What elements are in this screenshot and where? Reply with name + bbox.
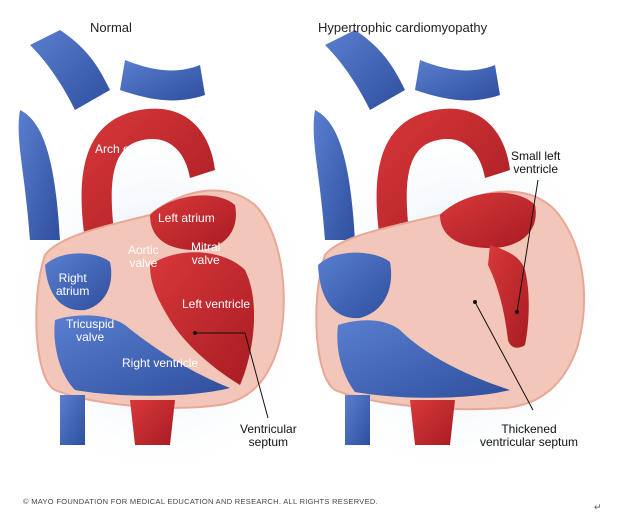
normal-descending-aorta	[130, 400, 175, 445]
hcm-small-left-ventricle	[488, 245, 529, 348]
normal-upper-vein	[30, 30, 110, 110]
label-thickened-septum: Thickened ventricular septum	[480, 423, 578, 449]
hcm-septum-leader	[474, 301, 534, 411]
hcm-inferior-vena-cava	[345, 395, 370, 445]
label-ventricular-septum-line2: septum	[248, 435, 289, 449]
hcm-small-lv-dot	[515, 310, 519, 314]
label-right-atrium: Right atrium	[56, 272, 89, 298]
label-right-atrium-line1: Right	[58, 271, 87, 285]
hcm-pulmonary-vein-top	[415, 60, 500, 101]
normal-heart	[0, 30, 320, 490]
hcm-title: Hypertrophic cardiomyopathy	[318, 20, 488, 35]
label-aortic-valve-line2: valve	[129, 256, 158, 270]
hcm-upper-vein	[325, 30, 405, 110]
hcm-small-lv-leader	[516, 179, 539, 313]
copyright-notice: © MAYO FOUNDATION FOR MEDICAL EDUCATION …	[23, 497, 378, 506]
hcm-septum-dot	[473, 300, 477, 304]
normal-title: Normal	[90, 20, 132, 35]
hcm-descending-aorta	[410, 400, 455, 445]
label-tricuspid-valve: Tricuspid valve	[66, 318, 114, 344]
normal-right-atrium	[45, 253, 112, 311]
label-mitral-valve-line1: Mitral	[191, 240, 221, 254]
label-tricuspid-valve-line1: Tricuspid	[66, 317, 115, 331]
hcm-right-atrium	[318, 252, 392, 319]
label-left-ventricle: Left ventricle	[182, 297, 251, 311]
label-small-left-ventricle-line1: Small left	[511, 149, 561, 163]
hcm-right-ventricle	[337, 320, 510, 398]
label-tricuspid-valve-line2: valve	[76, 330, 105, 344]
normal-pulmonary-vein-top	[120, 60, 205, 101]
label-right-atrium-line2: atrium	[56, 284, 90, 298]
label-ventricular-septum: Ventricular septum	[240, 423, 297, 449]
label-small-left-ventricle: Small left ventricle	[511, 150, 560, 176]
label-thickened-septum-line2: ventricular septum	[480, 435, 579, 449]
normal-septum-dot	[193, 331, 197, 335]
normal-septum-leader-2	[244, 332, 269, 419]
hcm-superior-vena-cava	[313, 110, 355, 240]
label-arch-of-aorta: Arch of aorta	[95, 142, 164, 156]
return-mark: ↵	[594, 502, 602, 512]
label-right-ventricle: Right ventricle	[122, 356, 199, 370]
label-ventricular-septum-line1: Ventricular	[240, 422, 297, 436]
label-small-left-ventricle-line2: ventricle	[513, 162, 559, 176]
label-aortic-valve-line1: Aortic	[128, 243, 159, 257]
label-left-atrium: Left atrium	[158, 211, 215, 225]
normal-right-ventricle	[54, 315, 230, 396]
hcm-heart	[295, 30, 615, 490]
hcm-aortic-arch	[376, 108, 510, 240]
hcm-left-atrium	[440, 192, 536, 248]
label-thickened-septum-line1: Thickened	[501, 422, 557, 436]
normal-left-ventricle	[150, 252, 255, 385]
normal-inferior-vena-cava	[60, 395, 85, 445]
normal-aortic-arch	[81, 108, 216, 240]
normal-superior-vena-cava	[18, 110, 60, 240]
normal-left-atrium	[150, 195, 236, 250]
label-aortic-valve: Aortic valve	[128, 244, 159, 270]
label-mitral-valve-line2: valve	[191, 253, 220, 267]
label-mitral-valve: Mitral valve	[191, 241, 220, 267]
